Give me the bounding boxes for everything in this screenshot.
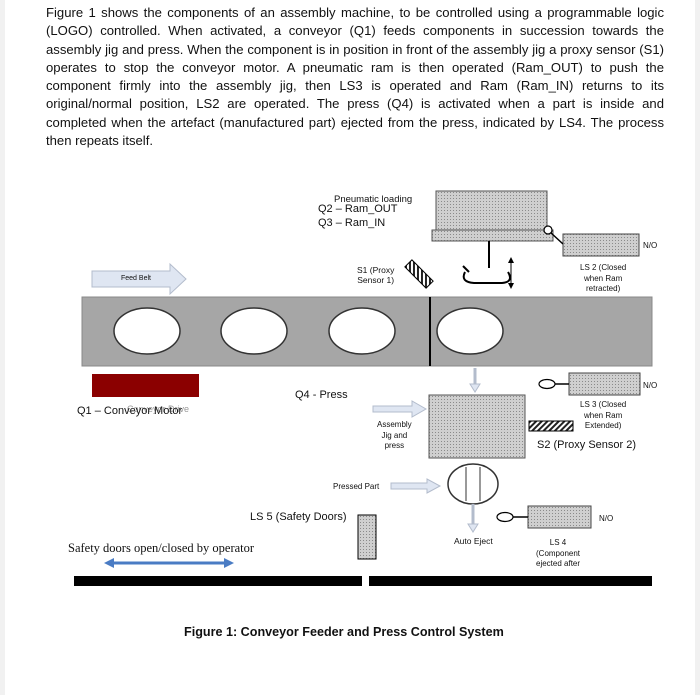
auto-eject-arrow xyxy=(467,504,479,533)
ls3-label: LS 3 (Closed when Ram Extended) xyxy=(580,400,627,430)
assembly-jig-label: Assembly Jig and press xyxy=(377,420,412,450)
jig-arrow xyxy=(372,400,428,418)
description-paragraph: Figure 1 shows the components of an asse… xyxy=(46,5,664,149)
q4-press-label: Q4 - Press xyxy=(295,389,348,401)
press xyxy=(428,394,526,459)
s2-proxy-sensor xyxy=(528,420,574,432)
safety-door-double-arrow xyxy=(104,558,234,568)
s1-label: S1 (Proxy Sensor 1) xyxy=(357,265,395,285)
ls3-no-label: N/O xyxy=(643,381,658,390)
pressed-part xyxy=(447,463,499,505)
pressed-part-arrow xyxy=(390,478,442,494)
feed-belt-arrow xyxy=(91,262,187,296)
feed-belt-label: Feed Belt xyxy=(121,275,151,282)
ls4-no-label: N/O xyxy=(599,514,614,523)
ls4-label: LS 4 (Component ejected after xyxy=(536,538,581,568)
ls3-limit-switch xyxy=(538,372,641,396)
pneumatic-ram xyxy=(431,190,554,289)
safety-door-rail-left xyxy=(74,576,362,586)
q2-ram-out-label: Q2 – Ram_OUT xyxy=(318,203,398,215)
s2-label: S2 (Proxy Sensor 2) xyxy=(537,439,637,451)
auto-eject-label: Auto Eject xyxy=(454,536,493,546)
ls5-label: LS 5 (Safety Doors) xyxy=(250,511,347,523)
pressed-part-label: Pressed Part xyxy=(333,482,380,491)
ls2-label: LS 2 (Closed when Ram retracted) xyxy=(580,263,627,293)
safety-door-rail-right xyxy=(369,576,652,586)
ls5-safety-door-switch xyxy=(357,514,377,560)
ls2-no-label: N/O xyxy=(643,241,658,250)
q3-ram-in-label: Q3 – Ram_IN xyxy=(318,217,386,229)
ls2-limit-switch xyxy=(543,225,640,257)
q1-conveyor-motor-label: Q1 – Conveyor Motor xyxy=(77,405,183,417)
conveyor-motor xyxy=(92,374,199,397)
figure-caption: Figure 1: Conveyor Feeder and Press Cont… xyxy=(184,625,504,639)
feed-down-arrow xyxy=(469,368,481,393)
conveyor-belt xyxy=(81,296,653,367)
s1-proxy-sensor xyxy=(404,259,434,289)
pneumatic-loading-label: Pneumatic loading xyxy=(334,194,413,205)
conveyor-drive-overlap-label: Conveyor Drive xyxy=(127,404,190,414)
safety-doors-label: Safety doors open/closed by operator xyxy=(68,541,255,555)
ls4-limit-switch xyxy=(496,505,592,529)
